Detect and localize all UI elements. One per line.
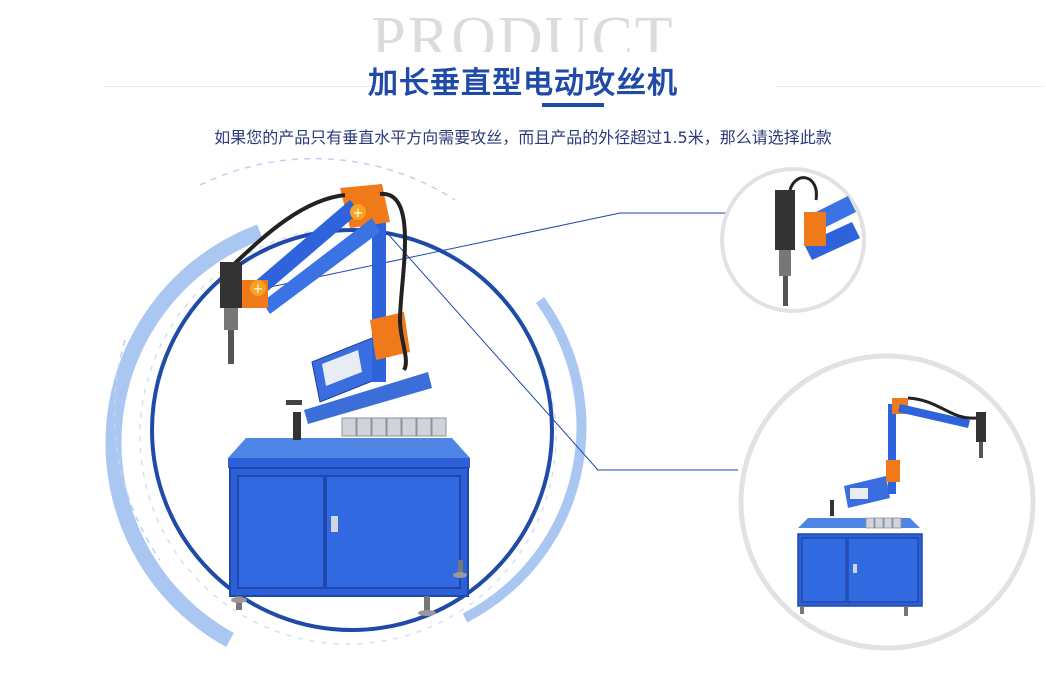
product-title: 加长垂直型电动攻丝机 [368,66,678,101]
detail-circle-bottom [738,353,1036,651]
header-divider-right [776,86,1044,87]
title-underline [542,103,604,107]
svg-text:+: + [253,282,264,297]
svg-text:+: + [353,206,364,221]
header-divider-left [104,86,380,87]
main-machine: + + [220,184,470,616]
background-word-product: PRODUCT [371,8,675,52]
main-decor-rings [105,157,587,648]
product-subtitle: 如果您的产品只有垂直水平方向需要攻丝，而且产品的外径超过1.5米，那么请选择此款 [214,128,832,147]
detail-circle-top [720,167,866,313]
